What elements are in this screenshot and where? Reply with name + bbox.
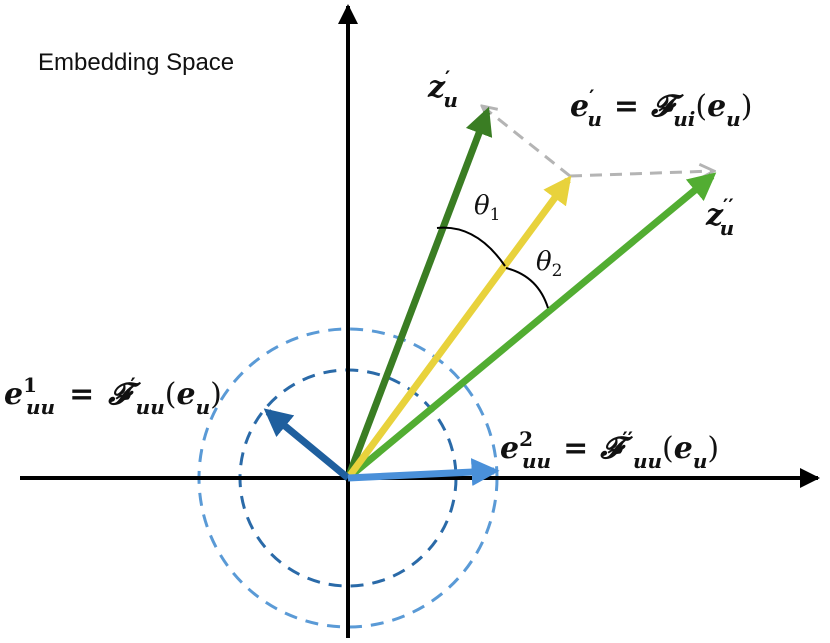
e-u-prime-equation: e′u=𝓕ui(eu) [570,85,752,131]
diagram-title: Embedding Space [38,49,234,76]
angle-arc-theta2 [505,267,549,309]
dashed-line-to-z-prime [482,106,571,178]
theta1-label: θ1 [474,191,500,225]
angle-arc-theta1 [436,226,506,267]
vector-e-uu2 [347,458,500,487]
vector-z-double-prime [345,172,717,481]
vector-e-uu1 [263,408,351,481]
vector-e-u-prime [345,175,572,481]
vector-z-prime [344,106,493,480]
dashed-line-to-z-double-prime [569,171,714,176]
z-double-prime-label: z′′u [705,194,734,240]
z-prime-label: z′u [427,66,458,112]
theta2-label: θ2 [536,247,562,281]
